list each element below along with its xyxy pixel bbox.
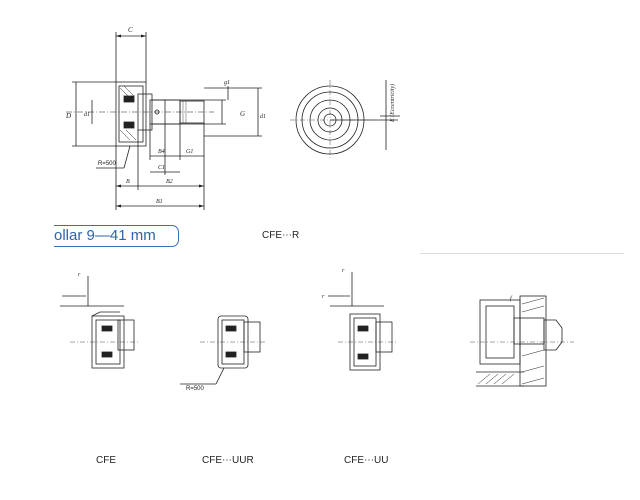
eccentricity-label: E (Eccentricity) — [389, 84, 396, 123]
detail-cfe-uu-drawing — [328, 272, 398, 371]
dim-b1-label: B1 — [156, 199, 163, 205]
caption-cfe-uur: CFE⋯UUR — [202, 455, 254, 466]
series-banner: ollar 9—41 mm — [54, 225, 179, 247]
detail-cfe-drawing — [60, 276, 140, 369]
detail-cfe-uur-drawing — [180, 315, 266, 385]
dim-d1-right-label: d1 — [260, 114, 266, 120]
dim-g1-right-label: g1 — [224, 80, 230, 86]
dim-c-label: C — [128, 26, 133, 34]
dim-b4-label: B4 — [158, 148, 165, 155]
r-label-3: r — [342, 268, 345, 274]
mounting-drawing — [470, 295, 574, 387]
series-banner-text: ollar 9—41 mm — [54, 227, 156, 244]
dim-g-label: G — [240, 110, 245, 118]
dim-b2-label: B2 — [166, 179, 173, 185]
dim-d-label: D — [65, 112, 71, 120]
section-divider — [420, 253, 624, 254]
dim-d1-left-label: d1 — [84, 112, 90, 118]
caption-cfe: CFE — [96, 455, 116, 466]
dim-c1-label: C1 — [158, 165, 165, 171]
r-label-1: r — [78, 272, 81, 278]
dim-g1-lower-label: G1 — [186, 149, 193, 155]
f-label: f — [510, 295, 513, 302]
end-view-drawing — [290, 80, 400, 160]
radius-label-detail: R=500 — [186, 386, 205, 392]
radius-label: R=500 — [98, 161, 117, 167]
caption-cfe-uu: CFE⋯UU — [344, 455, 389, 466]
dim-b-label: B — [126, 179, 130, 185]
r-label-2: r — [322, 294, 325, 300]
caption-cfe-r: CFE⋯R — [262, 230, 300, 241]
